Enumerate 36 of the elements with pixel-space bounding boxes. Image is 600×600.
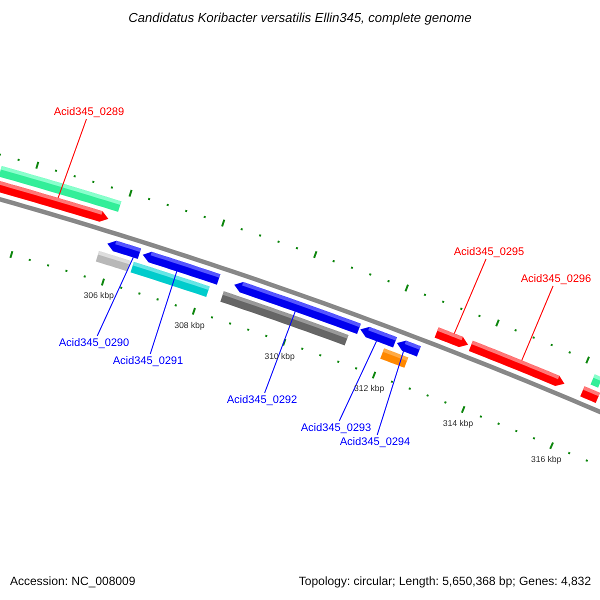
gene-label: Acid345_0292 (226, 394, 298, 406)
gene-bar (580, 386, 600, 403)
gene-bar (220, 291, 348, 346)
leader-line (58, 118, 87, 198)
leader-line (454, 258, 487, 334)
leader-line (264, 311, 296, 394)
scale-label: 314 kbp (442, 418, 474, 428)
gene-label: Acid345_0294 (340, 436, 410, 448)
gene-label: Acid345_0293 (300, 422, 372, 434)
gene-label: Acid345_0296 (520, 273, 592, 285)
gene-bar (380, 348, 408, 368)
gene-bar (130, 262, 210, 297)
gene-bar (396, 340, 421, 357)
scale-label: 308 kbp (174, 320, 205, 330)
gene-bar (0, 180, 108, 222)
gene-bar (96, 251, 131, 272)
scale-label: 316 kbp (531, 454, 562, 464)
scale-label: 306 kbp (84, 290, 114, 300)
leader-line (96, 257, 134, 336)
leader-line (338, 340, 377, 422)
leader-line (521, 286, 554, 361)
gene-bar (360, 326, 397, 348)
gene-label: Acid345_0289 (54, 106, 124, 118)
gene-label: Acid345_0295 (454, 246, 524, 258)
accession-text: Accession: NC_008009 (10, 574, 136, 588)
gene-bar (590, 374, 600, 388)
leader-line (376, 350, 404, 436)
leader-line (150, 270, 178, 354)
gene-bar (468, 340, 564, 386)
genome-summary-text: Topology: circular; Length: 5,650,368 bp; Genes: 4,832 (298, 574, 591, 588)
title: Candidatus Koribacter versatilis Ellin345, complete genome (127, 10, 473, 25)
scale-label: 310 kbp (264, 350, 295, 360)
gene-label: Acid345_0291 (112, 355, 184, 367)
gene-bar (434, 327, 468, 348)
gene-label: Acid345_0290 (58, 337, 130, 349)
scale-label: 312 kbp (354, 383, 384, 394)
